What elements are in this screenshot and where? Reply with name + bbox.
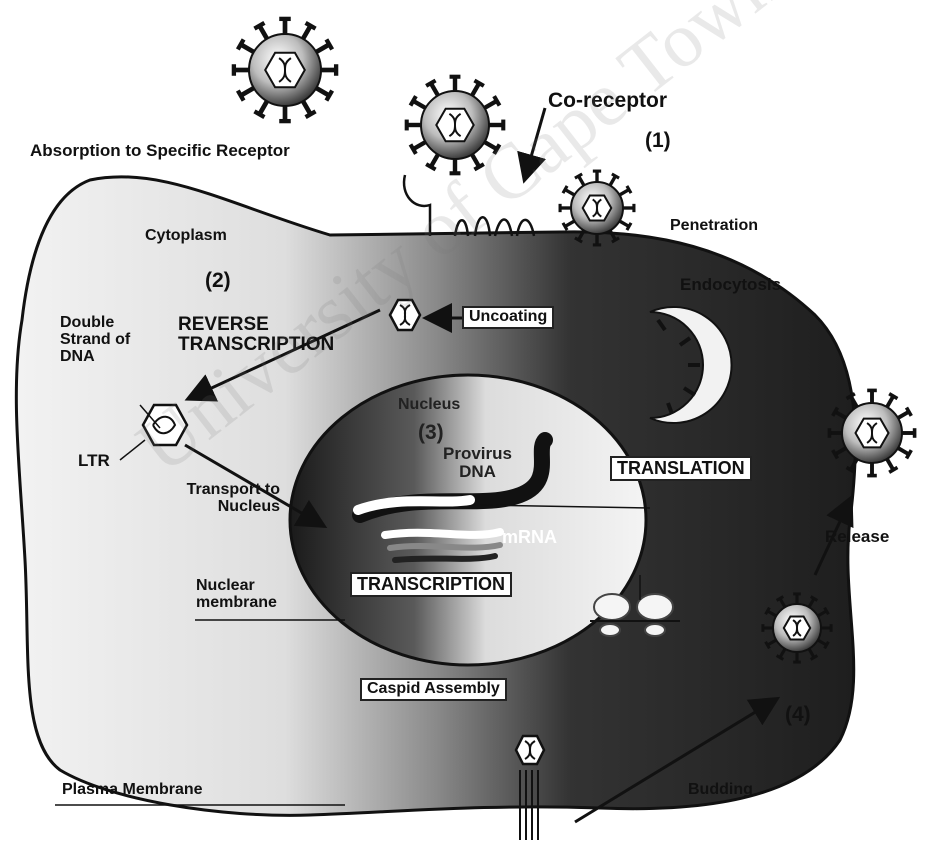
label-budding: Budding xyxy=(688,782,753,799)
virus-free-top xyxy=(234,19,336,121)
label-plasma-membrane: Plasma Membrane xyxy=(62,782,203,799)
virus-spike xyxy=(413,101,425,108)
virus-spike xyxy=(620,221,629,226)
virus-spike xyxy=(241,88,254,96)
label-double-strand: Double Strand of DNA xyxy=(60,315,135,365)
label-caspid-assembly: Caspid Assembly xyxy=(360,678,507,701)
virus-spike xyxy=(620,190,629,195)
label-uncoating: Uncoating xyxy=(462,306,554,329)
virus-spike xyxy=(241,44,254,52)
virus-spike xyxy=(565,221,574,226)
virus-spike xyxy=(484,142,496,149)
label-absorption: Absorption to Specific Receptor xyxy=(30,142,290,160)
label-transport: Transport to Nucleus xyxy=(145,482,280,516)
virus-spike xyxy=(887,396,893,407)
virus-spike xyxy=(413,142,425,149)
virus-spike xyxy=(898,412,909,418)
virus-spike xyxy=(472,154,479,166)
label-step3: (3) xyxy=(418,422,444,444)
capsid-uncoating xyxy=(390,300,420,330)
virus-spike xyxy=(610,176,615,185)
label-step1: (1) xyxy=(645,130,671,152)
label-transcription: TRANSCRIPTION xyxy=(350,572,512,597)
label-step2: (2) xyxy=(205,270,231,292)
label-penetration: Penetration xyxy=(670,218,758,235)
virus-spike xyxy=(579,176,584,185)
virus-spike xyxy=(431,83,438,95)
label-cytoplasm: Cytoplasm xyxy=(145,228,227,245)
label-release: Release xyxy=(825,528,889,546)
capsid-dna xyxy=(143,405,187,445)
virus-spike xyxy=(316,44,329,52)
label-nucleus: Nucleus xyxy=(398,397,460,414)
label-translation: TRANSLATION xyxy=(610,456,752,481)
label-reverse-transcription: REVERSE TRANSCRIPTION xyxy=(178,315,388,355)
virus-spike xyxy=(484,101,496,108)
label-ltr: LTR xyxy=(78,452,110,470)
label-provirus: Provirus DNA xyxy=(430,445,525,481)
label-endocytosis: Endocytosis xyxy=(680,276,781,294)
label-nuclear-membrane: Nuclear membrane xyxy=(196,578,321,612)
label-mrna: mRNA xyxy=(502,528,557,547)
virus-attaching xyxy=(407,77,504,174)
virus-spike xyxy=(431,154,438,166)
virus-spike xyxy=(259,26,267,39)
label-coreceptor: Co-receptor xyxy=(548,90,667,112)
virus-spike xyxy=(898,448,909,454)
virus-spike xyxy=(316,88,329,96)
virus-spike xyxy=(259,101,267,114)
virus-spike xyxy=(887,459,893,470)
virus-spike xyxy=(303,101,311,114)
virus-spike xyxy=(303,26,311,39)
label-step4: (4) xyxy=(785,704,811,726)
receptors xyxy=(404,175,534,236)
virus-spike xyxy=(472,83,479,95)
virus-spike xyxy=(565,190,574,195)
